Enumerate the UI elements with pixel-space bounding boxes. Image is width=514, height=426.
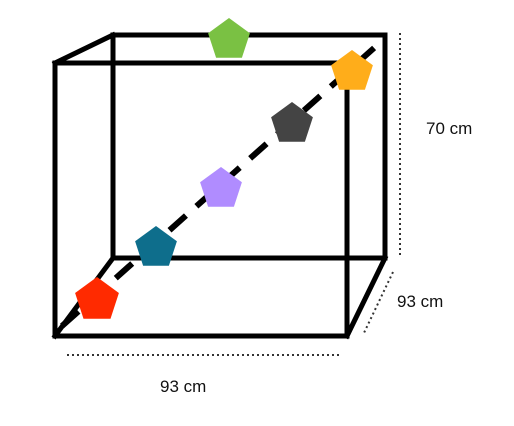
front-face <box>52 60 350 339</box>
teal-pentagon <box>135 226 177 266</box>
green-pentagon <box>208 18 250 58</box>
markers <box>75 18 373 319</box>
purple-pentagon <box>200 167 242 207</box>
height-label: 70 cm <box>426 119 472 138</box>
dark-pentagon <box>271 102 313 142</box>
red-pentagon <box>75 277 119 319</box>
top-left-connector <box>51 31 117 67</box>
orange-pentagon <box>331 50 373 90</box>
dimension-guides <box>67 33 401 356</box>
bottom-right-connector <box>343 254 389 340</box>
depth-guide <box>362 271 394 336</box>
depth-label: 93 cm <box>397 292 443 311</box>
width-label: 93 cm <box>160 377 206 396</box>
